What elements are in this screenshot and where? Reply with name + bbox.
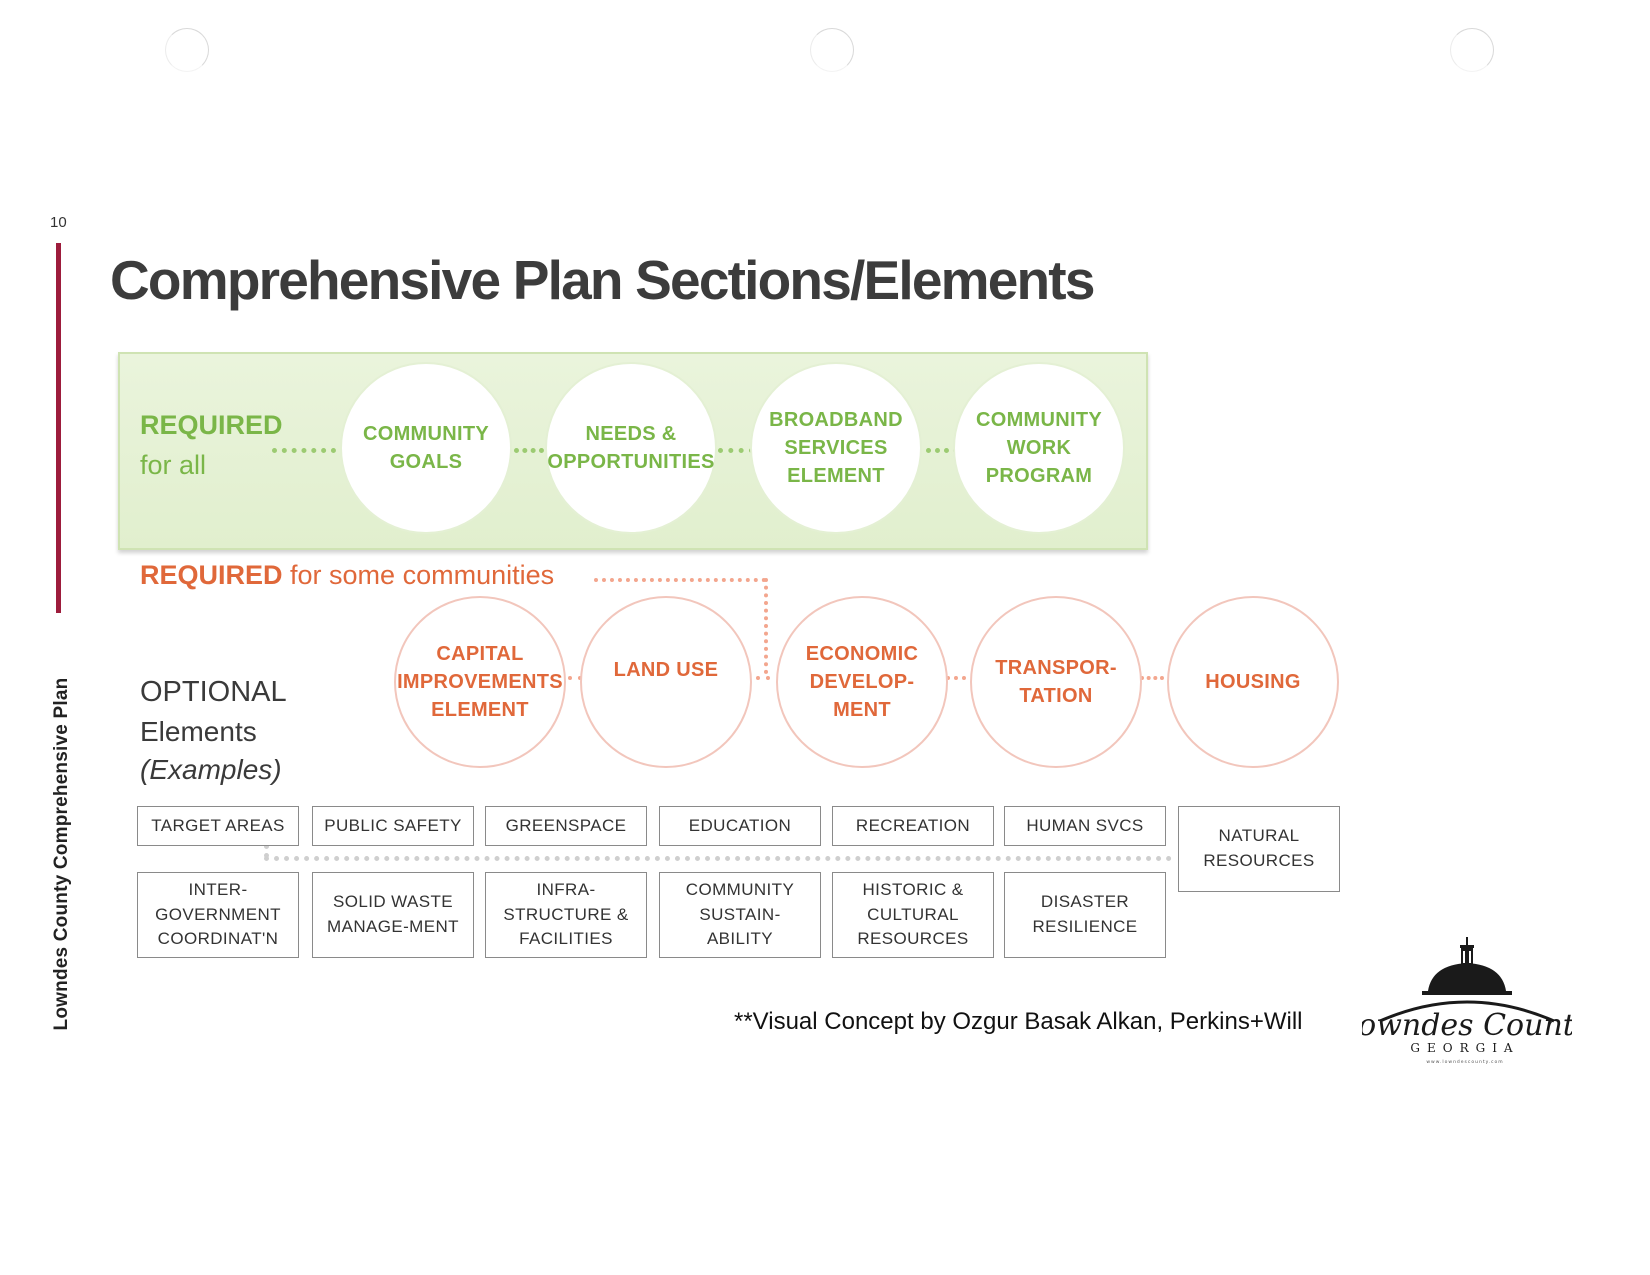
element-land-use: LAND USE (580, 596, 752, 768)
optional-note: (Examples) (140, 754, 282, 785)
punch-hole-left (165, 28, 209, 72)
accent-bar (56, 243, 61, 613)
connector (946, 676, 966, 680)
connector (568, 676, 582, 680)
required-all-subheading: for all (140, 450, 207, 480)
connector (1140, 676, 1164, 680)
logo-state: GEORGIA (1410, 1041, 1519, 1055)
punch-hole-middle (810, 28, 854, 72)
optional-box-public-safety: PUBLIC SAFETY (312, 806, 474, 846)
optional-box-target-areas: TARGET AREAS (137, 806, 299, 846)
optional-box-historic-cultural: HISTORIC & CULTURAL RESOURCES (832, 872, 994, 958)
punch-hole-right (1450, 28, 1494, 72)
connector (514, 448, 544, 453)
connector (764, 578, 768, 674)
page-title: Comprehensive Plan Sections/Elements (110, 249, 1095, 311)
optional-box-infrastructure: INFRA- STRUCTURE & FACILITIES (485, 872, 647, 958)
optional-connector (264, 856, 1172, 861)
element-capital-improvements: CAPITAL IMPROVEMENTS ELEMENT (394, 596, 566, 768)
optional-connector (264, 844, 269, 858)
optional-box-education: EDUCATION (659, 806, 821, 846)
optional-box-natural-resources: NATURAL RESOURCES (1178, 806, 1340, 892)
credit-line: **Visual Concept by Ozgur Basak Alkan, P… (734, 1008, 1303, 1035)
logo-name: Lowndes County (1362, 1008, 1572, 1043)
optional-box-disaster-resilience: DISASTER RESILIENCE (1004, 872, 1166, 958)
connector (756, 676, 770, 680)
required-some-subheading: for some communities (290, 560, 555, 590)
optional-box-solid-waste: SOLID WASTE MANAGE-MENT (312, 872, 474, 958)
connector (594, 578, 766, 582)
connector (272, 448, 336, 453)
required-some-label: REQUIRED (140, 560, 283, 590)
optional-box-recreation: RECREATION (832, 806, 994, 846)
page-number: 10 (50, 214, 67, 231)
connector (926, 448, 958, 453)
optional-box-community-sustainability: COMMUNITY SUSTAIN- ABILITY (659, 872, 821, 958)
optional-box-intergovernment: INTER- GOVERNMENT COORDINAT'N (137, 872, 299, 958)
logo-url: www.lowndescounty.com (1426, 1059, 1503, 1065)
element-community-goals: COMMUNITY GOALS (340, 362, 512, 534)
optional-subheading: Elements (140, 716, 257, 747)
element-community-work-program: COMMUNITY WORK PROGRAM (953, 362, 1125, 534)
element-transportation: TRANSPOR- TATION (970, 596, 1142, 768)
required-all-heading: REQUIRED (140, 410, 283, 440)
optional-box-human-svcs: HUMAN SVCS (1004, 806, 1166, 846)
optional-box-greenspace: GREENSPACE (485, 806, 647, 846)
element-needs-opportunities: NEEDS & OPPORTUNITIES (545, 362, 717, 534)
element-housing: HOUSING (1167, 596, 1339, 768)
required-some-heading: REQUIRED for some communities (140, 560, 554, 591)
element-broadband-services: BROADBAND SERVICES ELEMENT (750, 362, 922, 534)
element-economic-development: ECONOMIC DEVELOP- MENT (776, 596, 948, 768)
county-logo: Lowndes County GEORGIA www.lowndescounty… (1362, 937, 1572, 1065)
connector (718, 448, 754, 453)
optional-heading: OPTIONAL (140, 676, 287, 708)
side-document-title: Lowndes County Comprehensive Plan (51, 677, 72, 1031)
